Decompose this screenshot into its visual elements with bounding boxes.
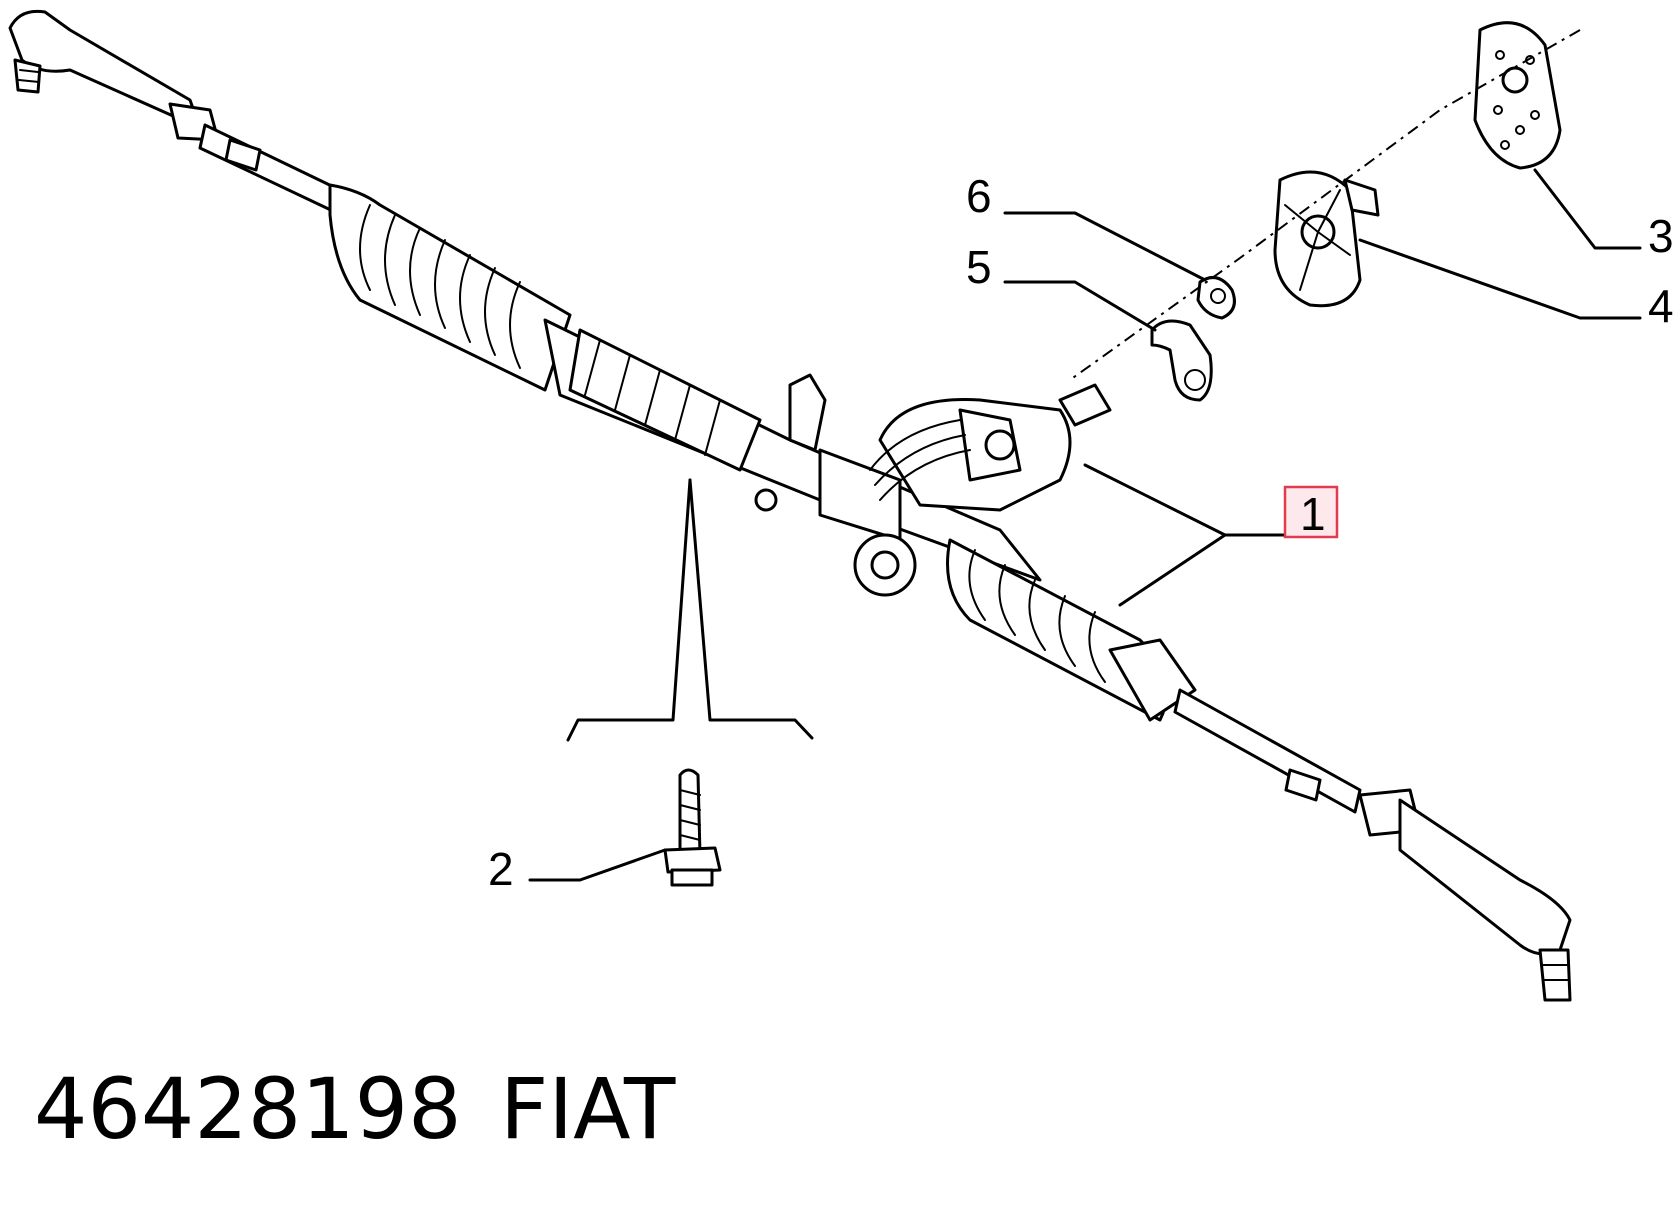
left-bellows-boot (328, 183, 572, 392)
right-tie-rod (1173, 688, 1572, 1002)
callout-1[interactable]: 1 (1300, 488, 1326, 540)
part-number-label: 46428198 (34, 1060, 462, 1158)
callout-4[interactable]: 4 (1648, 280, 1674, 332)
clip-part (1150, 319, 1213, 402)
leader-lines (528, 168, 1642, 882)
callout-1-highlight (1283, 485, 1339, 539)
right-bellows-boot (946, 538, 1197, 722)
rubber-mount-part (1273, 170, 1380, 308)
retaining-ring-part (1196, 276, 1236, 320)
left-tie-rod (8, 9, 342, 214)
callout-2[interactable]: 2 (488, 843, 514, 895)
callout-5[interactable]: 5 (966, 241, 992, 293)
mounting-plate-part (1473, 21, 1562, 170)
mounting-bolt-part (663, 768, 722, 887)
rack-housing (543, 318, 1042, 597)
assembly-axis-line (1069, 29, 1581, 381)
callout-3[interactable]: 3 (1648, 210, 1674, 262)
brand-label: FIAT (500, 1060, 676, 1158)
callout-6[interactable]: 6 (966, 170, 992, 222)
valve-body-pinion (869, 383, 1112, 512)
